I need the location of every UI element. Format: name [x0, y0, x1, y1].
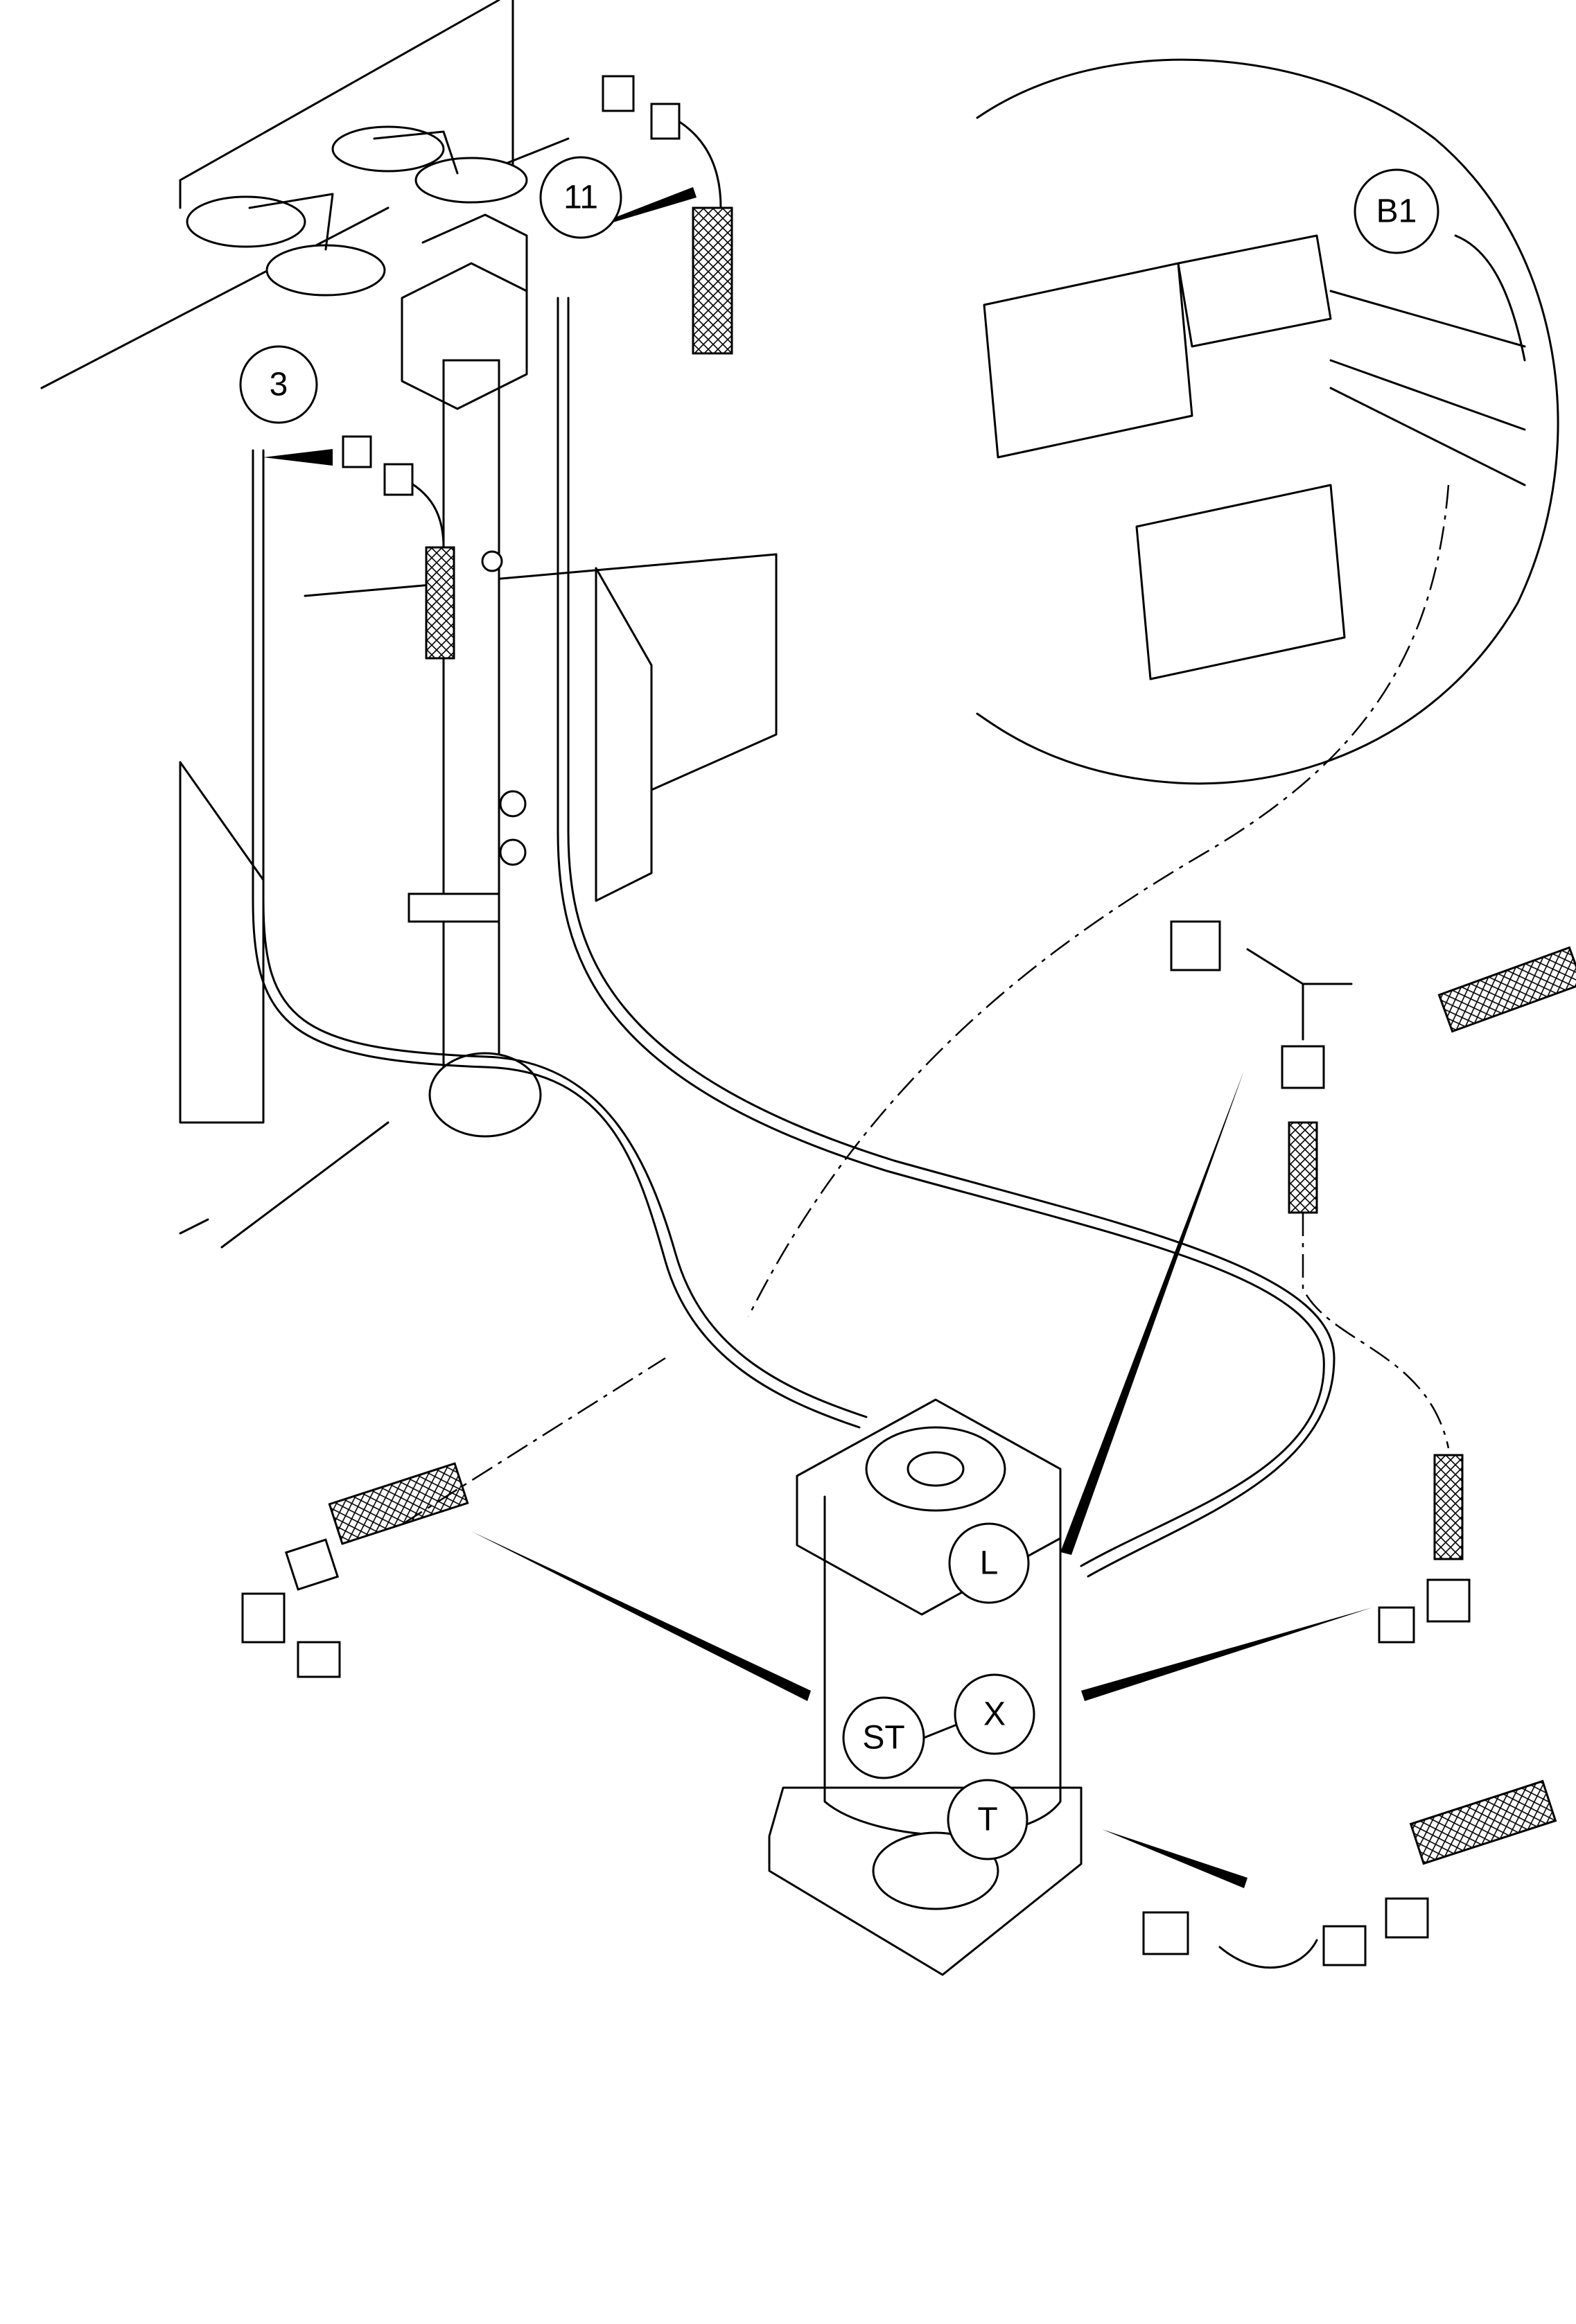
- hose-upper-left: [342, 435, 455, 660]
- hose-right-long: [557, 297, 1336, 1578]
- callout-st: ST: [842, 1696, 956, 1779]
- suction-pads: [186, 125, 528, 297]
- callout-t: T: [947, 1779, 1028, 1860]
- callout-3: 3: [239, 345, 318, 424]
- callout-b1-label: B1: [1376, 193, 1417, 230]
- hose-upper-right: [602, 75, 733, 355]
- fitting-lower-left: [241, 1462, 469, 1678]
- machine-frame: [40, 0, 778, 1249]
- callout-11-label: 11: [563, 179, 598, 216]
- pointer-arrows: [263, 187, 1372, 1888]
- callout-3-label: 3: [270, 367, 288, 403]
- port-t-label: T: [977, 1802, 997, 1838]
- port-st-label: ST: [862, 1720, 904, 1757]
- detail-circle: [976, 58, 1559, 785]
- port-l-label: L: [980, 1545, 999, 1582]
- port-x-label: X: [983, 1696, 1006, 1733]
- hose-left-long: [252, 449, 868, 1429]
- callout-b1: B1: [1354, 168, 1439, 254]
- callout-l: L: [948, 1522, 1030, 1604]
- callout-x: X: [954, 1673, 1035, 1755]
- leader-lines: [401, 484, 1450, 1526]
- fitting-lower-right: [1142, 1779, 1557, 1969]
- fitting-right-tee: [1170, 920, 1576, 1644]
- callout-11: 11: [539, 156, 622, 239]
- valve-column: [401, 213, 542, 1138]
- rotary-union: [768, 1398, 1083, 1976]
